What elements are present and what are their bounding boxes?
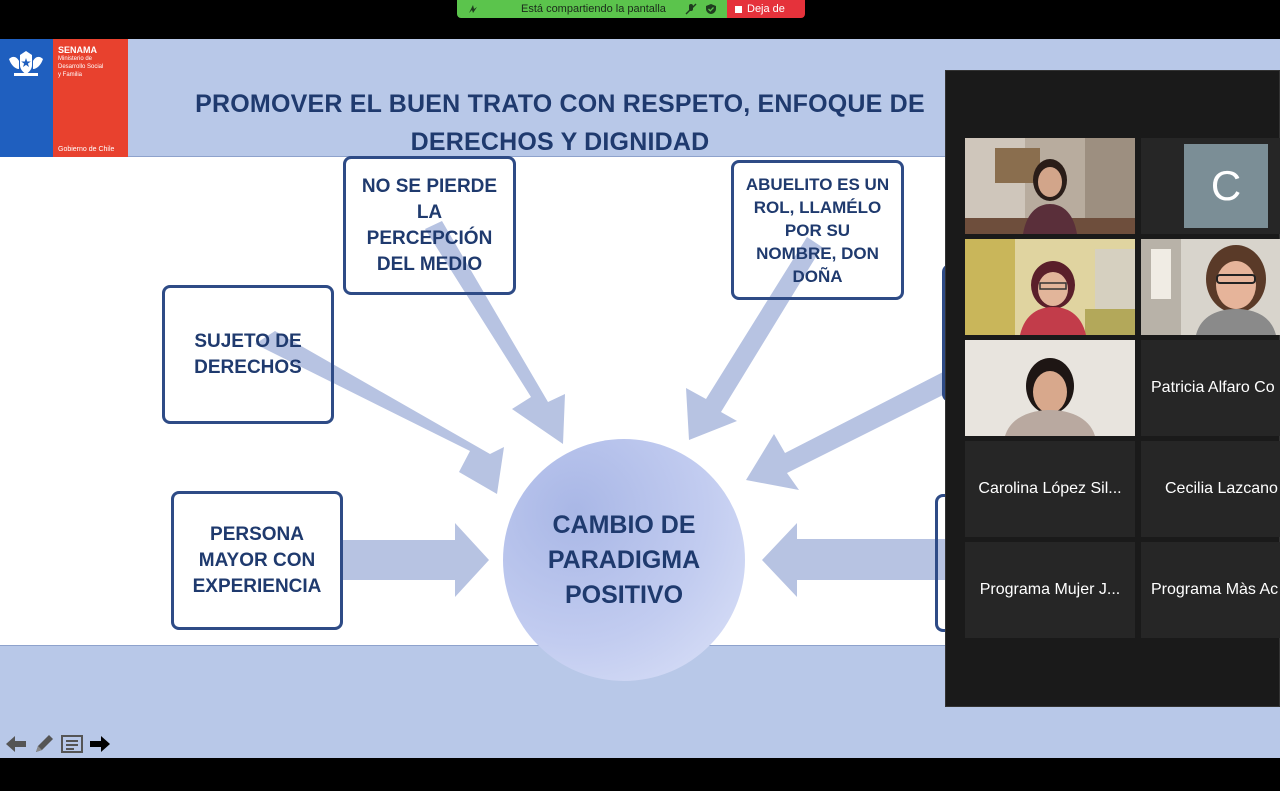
participant-name: Programa Mujer J...: [979, 581, 1121, 598]
slide-title-line-2: DERECHOS Y DIGNIDAD: [410, 128, 710, 156]
participant-tile-cecilia[interactable]: Cecilia Lazcano: [1141, 441, 1280, 537]
participant-name: Patricia Alfaro Co: [1151, 379, 1275, 396]
participant-gallery[interactable]: C: [945, 70, 1280, 707]
pen-tool-button[interactable]: [32, 733, 56, 755]
participant-video: [965, 340, 1135, 436]
avatar-tile-c[interactable]: C: [1141, 138, 1280, 234]
slide-title-line-1: PROMOVER EL BUEN TRATO CON RESPETO, ENFO…: [195, 90, 925, 118]
participant-video: [965, 138, 1135, 234]
pencil-icon: [36, 735, 53, 752]
participant-name: Carolina López Sil...: [978, 480, 1122, 497]
menu-icon: [61, 735, 83, 753]
video-tile-active-speaker[interactable]: [1141, 239, 1280, 335]
mic-muted-icon[interactable]: [684, 2, 698, 16]
participant-tile-patricia[interactable]: Patricia Alfaro Co: [1141, 340, 1280, 436]
logo-government: Gobierno de Chile: [58, 146, 115, 153]
arrow-from-persona: [343, 523, 489, 597]
share-status-text: Está compartiendo la pantalla: [521, 3, 666, 15]
next-slide-button[interactable]: [88, 733, 112, 755]
previous-slide-button[interactable]: [4, 733, 28, 755]
participant-name: Programa Màs Ac: [1151, 581, 1279, 598]
slide-controls: [4, 733, 112, 755]
arrow-from-right-upper: [746, 371, 945, 490]
slide-menu-button[interactable]: [60, 733, 84, 755]
box-percepcion-del-medio: NO SE PIERDE LA PERCEPCIÓN DEL MEDIO: [343, 156, 516, 295]
stop-share-button[interactable]: Deja de: [727, 0, 805, 18]
screen-share-bar: Está compartiendo la pantalla Deja de: [457, 0, 805, 18]
logo-title: SENAMA: [58, 45, 98, 55]
box-persona-mayor: PERSONA MAYOR CON EXPERIENCIA: [171, 491, 343, 630]
center-circle: CAMBIO DE PARADIGMA POSITIVO: [503, 439, 745, 681]
video-tile-1[interactable]: [965, 138, 1135, 234]
box-sujeto-de-derechos: SUJETO DE DERECHOS: [162, 285, 334, 424]
stop-share-label: Deja de: [747, 3, 785, 15]
share-icon: [466, 2, 480, 16]
shield-icon[interactable]: [704, 2, 718, 16]
arrow-from-right-lower: [762, 523, 945, 597]
senama-logo: SENAMA Ministerio de Desarrollo Social y…: [0, 39, 128, 157]
video-tile-3[interactable]: [965, 340, 1135, 436]
participant-video: [965, 239, 1135, 335]
participant-name: Cecilia Lazcano: [1165, 480, 1278, 497]
participant-video: [1141, 239, 1280, 335]
share-status: Está compartiendo la pantalla: [457, 0, 727, 18]
participant-tile-carolina[interactable]: Carolina López Sil...: [965, 441, 1135, 537]
participant-tile-programa-mas[interactable]: Programa Màs Ac: [1141, 542, 1280, 638]
arrow-left-icon: [6, 736, 26, 752]
box-abuelito-es-un-rol: ABUELITO ES UN ROL, LLAMÉLO POR SU NOMBR…: [731, 160, 904, 300]
arrow-right-icon: [90, 736, 110, 752]
arrow-from-abuelito: [686, 237, 822, 440]
arrow-from-sujeto: [255, 331, 504, 494]
video-tile-2[interactable]: [965, 239, 1135, 335]
logo-subtitle-3: y Familia: [58, 72, 83, 78]
participant-tile-programa-mujer[interactable]: Programa Mujer J...: [965, 542, 1135, 638]
logo-subtitle-1: Ministerio de: [58, 56, 93, 62]
diagram-arrows: [255, 221, 945, 597]
coat-of-arms-icon: [9, 51, 43, 76]
slide-title: PROMOVER EL BUEN TRATO CON RESPETO, ENFO…: [150, 85, 970, 161]
stop-icon: [735, 5, 742, 13]
arrow-from-percepcion: [425, 221, 565, 444]
logo-subtitle-2: Desarrollo Social: [58, 64, 104, 70]
avatar: C: [1184, 144, 1268, 228]
